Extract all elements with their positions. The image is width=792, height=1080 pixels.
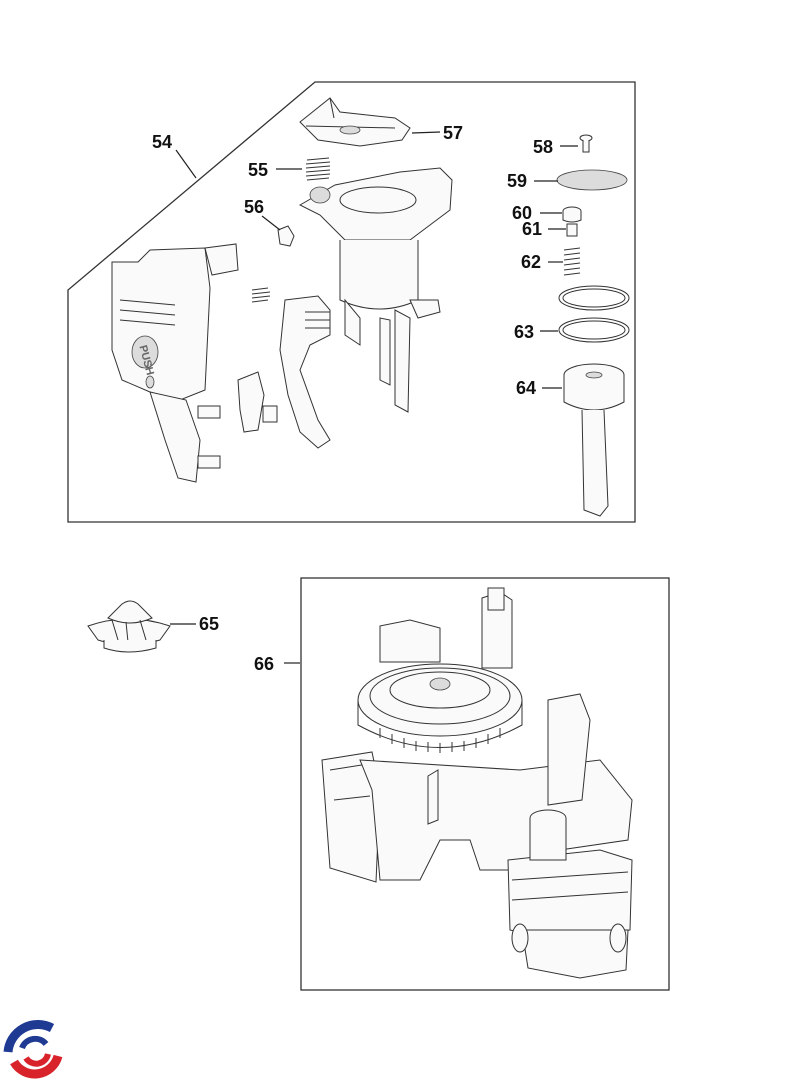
assembly-54-frame xyxy=(67,81,636,523)
part-59-filter-screen xyxy=(556,169,628,191)
part-spring-small xyxy=(251,287,271,303)
brand-logo xyxy=(3,1019,63,1079)
callout-65: 65 xyxy=(199,614,219,634)
part-65-cap: 65 xyxy=(87,600,219,653)
callout-58: 58 xyxy=(533,137,553,157)
callout-54: 54 xyxy=(152,132,172,152)
callout-56: 56 xyxy=(244,197,264,217)
part-58-screw xyxy=(579,134,593,153)
callout-66: 66 xyxy=(254,654,274,674)
leader-56 xyxy=(261,215,281,231)
callout-64: 64 xyxy=(516,378,536,398)
motor-grinder-assembly xyxy=(321,587,633,979)
part-66-panel: 66 xyxy=(254,577,670,991)
part-63-o-rings xyxy=(558,285,630,343)
part-60-nut xyxy=(562,206,582,223)
leader-54 xyxy=(175,149,197,179)
part-64-piston xyxy=(563,363,625,517)
part-61-valve xyxy=(566,223,578,237)
brew-unit-housing xyxy=(298,167,453,413)
callout-55: 55 xyxy=(248,160,268,180)
part-56-clip xyxy=(277,225,295,247)
callout-57: 57 xyxy=(443,123,463,143)
callout-60: 60 xyxy=(512,203,532,223)
callout-61: 61 xyxy=(522,219,542,239)
callout-59: 59 xyxy=(507,171,527,191)
front-lever-cover: PUSH xyxy=(111,243,239,483)
part-66-frame xyxy=(300,577,670,991)
part-57-cover xyxy=(299,97,411,147)
part-latch-left xyxy=(237,371,278,433)
part-55-spring xyxy=(305,157,331,181)
part-62-spring xyxy=(563,247,581,276)
part-lever-arm xyxy=(279,295,331,449)
assembly-54-panel: PUSH xyxy=(67,81,636,523)
leader-57 xyxy=(411,131,441,134)
callout-62: 62 xyxy=(521,252,541,272)
callout-63: 63 xyxy=(514,322,534,342)
